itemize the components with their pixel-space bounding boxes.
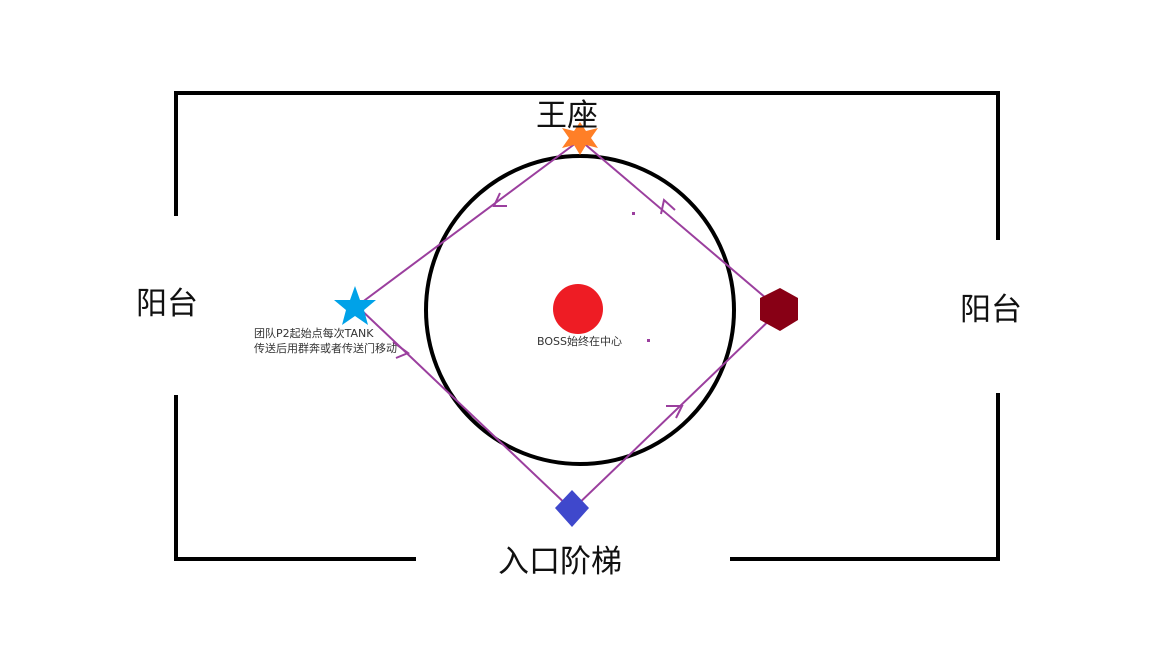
throne-label: 王座 bbox=[536, 98, 598, 134]
arena-circle bbox=[424, 154, 736, 466]
balcony-left-label: 阳台 bbox=[136, 286, 198, 322]
entrance-label: 入口阶梯 bbox=[498, 544, 622, 580]
dot-mark bbox=[647, 339, 650, 342]
path-top-to-left bbox=[356, 139, 581, 307]
arrow-head-top-left bbox=[492, 192, 507, 207]
wall-bottom-left bbox=[174, 395, 416, 561]
path-bottom-to-right bbox=[571, 309, 781, 511]
throne-star-icon bbox=[562, 122, 598, 155]
team-note-line1: 团队P2起始点每次TANK bbox=[254, 327, 374, 340]
path-left-to-bottom bbox=[356, 305, 573, 511]
bottom-diamond-icon bbox=[555, 490, 589, 527]
boss-note: BOSS始终在中心 bbox=[537, 335, 622, 348]
balcony-right-label: 阳台 bbox=[960, 292, 1022, 328]
boss-icon bbox=[553, 284, 603, 334]
right-hexagon-icon bbox=[760, 288, 798, 331]
team-note-line2: 传送后用群奔或者传送门移动 bbox=[254, 342, 397, 355]
room-walls bbox=[174, 91, 1000, 561]
wall-bottom-right bbox=[730, 393, 1000, 561]
left-star-icon bbox=[334, 286, 376, 325]
path-right-to-top bbox=[579, 139, 781, 311]
arrow-head-right-top bbox=[660, 198, 676, 215]
wall-top-left bbox=[174, 91, 1000, 240]
arrow-head-bottom-right bbox=[666, 405, 684, 419]
arrow-head-left-bottom bbox=[392, 341, 411, 359]
dot-mark bbox=[632, 212, 635, 215]
rotation-path bbox=[356, 139, 781, 511]
